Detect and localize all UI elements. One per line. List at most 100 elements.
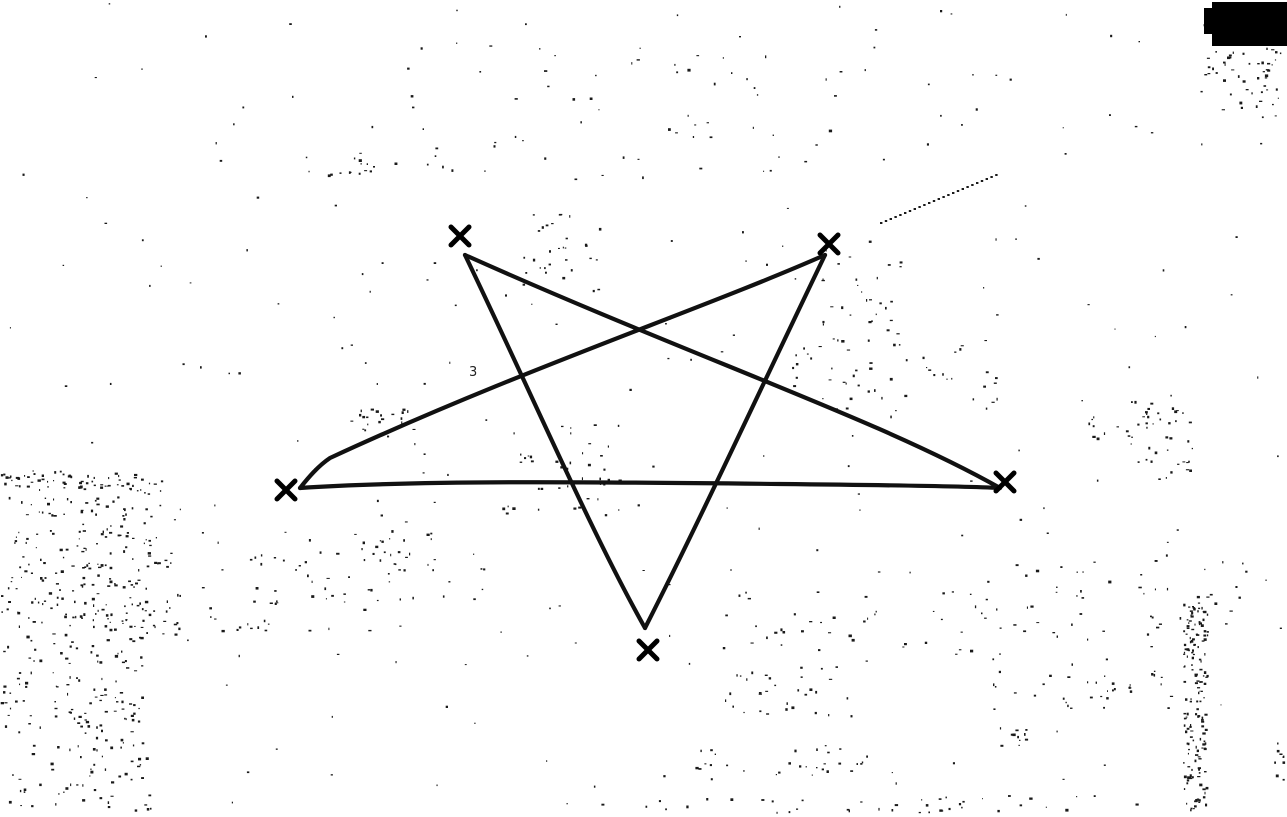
noise-speck <box>121 661 125 664</box>
noise-speck <box>502 507 506 511</box>
noise-speck <box>402 408 406 411</box>
noise-speck <box>827 751 830 754</box>
noise-speck <box>360 409 362 413</box>
noise-speck <box>1191 669 1194 671</box>
noise-speck <box>881 396 883 400</box>
noise-speck <box>815 690 818 694</box>
noise-speck <box>759 710 762 713</box>
noise-speck <box>961 124 963 126</box>
noise-speck <box>82 523 85 526</box>
noise-speck <box>969 593 972 595</box>
noise-speck <box>147 552 151 555</box>
noise-speck <box>407 410 409 413</box>
noise-speck <box>122 586 126 589</box>
noise-speck <box>433 501 436 503</box>
noise-speck <box>1064 153 1067 155</box>
noise-speck <box>369 290 371 293</box>
noise-speck <box>730 569 732 571</box>
noise-speck <box>893 343 896 347</box>
noise-speck <box>138 757 142 761</box>
noise-speck <box>589 97 593 100</box>
noise-speck <box>818 649 821 652</box>
noise-speck <box>18 625 20 628</box>
noise-speck <box>129 625 133 628</box>
noise-speck <box>774 631 778 634</box>
noise-speck <box>363 608 367 611</box>
noise-speck <box>1248 62 1251 65</box>
noise-speck <box>269 602 273 604</box>
noise-speck <box>1096 479 1099 482</box>
pentagram-overlay <box>297 252 1003 631</box>
noise-speck <box>1223 79 1226 82</box>
noise-speck <box>766 636 768 640</box>
noise-speck <box>14 540 18 543</box>
noise-speck <box>1150 615 1152 618</box>
noise-speck <box>422 128 424 130</box>
noise-speck <box>1146 413 1148 415</box>
noise-speck <box>995 377 998 380</box>
noise-speck <box>1183 775 1187 779</box>
noise-speck <box>221 629 225 633</box>
noise-speck <box>1062 697 1065 700</box>
noise-speck <box>1065 808 1069 812</box>
noise-speck <box>331 594 334 597</box>
noise-speck <box>871 320 873 323</box>
noise-speck <box>537 487 540 490</box>
noise-speck <box>308 629 312 632</box>
noise-speck <box>832 338 835 340</box>
noise-speck <box>72 590 75 592</box>
noise-speck <box>109 580 113 584</box>
noise-speck <box>565 259 568 261</box>
noise-speck <box>983 385 986 388</box>
noise-speck <box>562 276 566 280</box>
noise-speck <box>1056 730 1058 733</box>
noise-speck <box>91 583 95 586</box>
noise-speck <box>379 540 382 542</box>
noise-speck <box>6 608 9 611</box>
noise-speck <box>85 720 90 724</box>
noise-speck <box>55 572 58 574</box>
noise-speck <box>319 551 322 554</box>
noise-speck <box>940 810 944 812</box>
noise-speck <box>1185 730 1188 734</box>
noise-speck <box>14 542 16 544</box>
noise-speck <box>1015 729 1019 732</box>
noise-speck <box>1067 704 1069 708</box>
noise-speck <box>592 289 595 293</box>
noise-speck <box>558 247 560 249</box>
noise-speck <box>1203 638 1207 641</box>
noise-speck <box>942 196 945 198</box>
noise-speck <box>336 653 340 655</box>
noise-speck <box>107 806 111 809</box>
noise-speck <box>136 604 140 607</box>
noise-speck <box>831 367 833 370</box>
noise-speck <box>228 372 230 375</box>
noise-speck <box>454 304 457 307</box>
noise-speck <box>1190 807 1193 810</box>
noise-speck <box>1186 727 1190 730</box>
noise-speck <box>124 508 126 512</box>
noise-speck <box>793 385 797 388</box>
noise-speck <box>1043 507 1045 510</box>
noise-speck <box>1186 802 1188 805</box>
noise-speck <box>1207 73 1211 75</box>
noise-speck <box>809 688 813 691</box>
noise-speck <box>1199 681 1203 683</box>
noise-speck <box>130 584 134 586</box>
noise-speck <box>141 478 144 481</box>
noise-speck <box>139 636 141 639</box>
noise-speck <box>1026 606 1028 609</box>
noise-speck <box>362 428 365 430</box>
noise-speck <box>94 77 97 79</box>
noise-speck <box>514 135 517 138</box>
noise-speck <box>726 507 728 509</box>
noise-speck <box>324 587 327 591</box>
noise-speck <box>1261 61 1264 65</box>
noise-speck <box>1145 411 1148 414</box>
noise-speck <box>92 748 96 751</box>
noise-speck <box>904 212 907 214</box>
noise-speck <box>1184 665 1186 668</box>
noise-speck <box>1107 690 1108 692</box>
noise-speck <box>825 78 827 81</box>
noise-speck <box>889 377 893 381</box>
